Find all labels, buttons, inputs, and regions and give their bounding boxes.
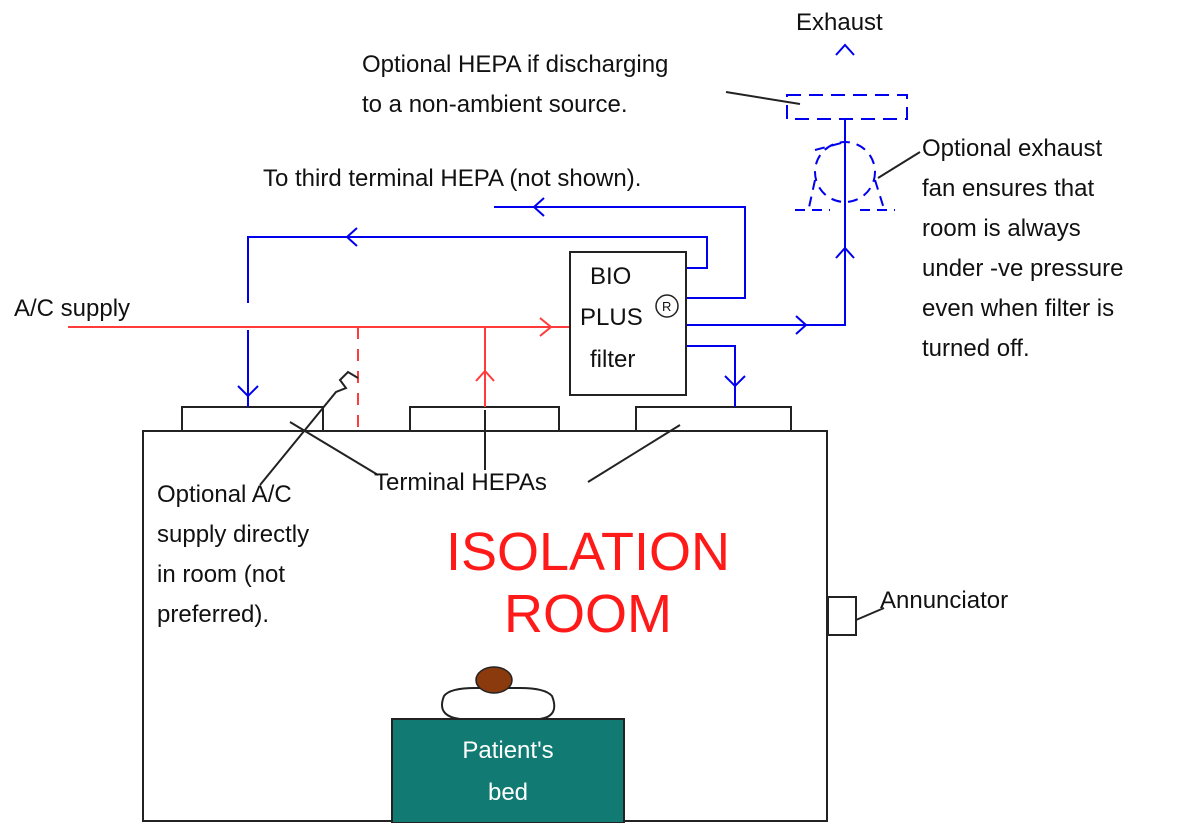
pillow bbox=[441, 687, 556, 720]
optional-fan-label-line2: fan ensures that bbox=[922, 175, 1094, 202]
registered-mark-text: R bbox=[662, 299, 671, 314]
room-title-line2: ROOM bbox=[504, 584, 672, 644]
optional-hepa-label-line1: Optional HEPA if discharging bbox=[362, 51, 668, 78]
optional-hepa-label-line2: to a non-ambient source. bbox=[362, 91, 628, 118]
optional-fan-label-line6: turned off. bbox=[922, 335, 1030, 362]
filter-label-line2: PLUS bbox=[580, 304, 643, 331]
optional-ac-label-line2: supply directly bbox=[157, 521, 309, 548]
bed-label-line1: Patient's bbox=[462, 737, 553, 764]
optional-fan-label-line4: under -ve pressure bbox=[922, 255, 1123, 282]
ac-supply-line bbox=[68, 317, 570, 431]
optional-fan-label-line1: Optional exhaust bbox=[922, 135, 1102, 162]
optional-hepa-leader bbox=[725, 91, 801, 105]
bed-label-line2: bed bbox=[488, 779, 528, 806]
bio-plus-filter bbox=[569, 251, 687, 396]
air-duct-lines bbox=[237, 43, 855, 407]
optional-ac-label-line1: Optional A/C bbox=[157, 481, 292, 508]
patient-head-icon bbox=[475, 666, 513, 694]
optional-ac-leader bbox=[259, 370, 359, 486]
annunciator-leader bbox=[855, 607, 885, 621]
terminal-hepas-label: Terminal HEPAs bbox=[374, 469, 547, 496]
optional-exhaust-hepa bbox=[786, 94, 908, 120]
terminal-hepa-left bbox=[181, 406, 324, 432]
optional-fan-leader bbox=[877, 151, 921, 179]
filter-label-line1: BIO bbox=[590, 263, 631, 290]
filter-label-line3: filter bbox=[590, 346, 635, 373]
annunciator-label: Annunciator bbox=[880, 587, 1008, 614]
room-title-line1: ISOLATION bbox=[446, 522, 730, 582]
terminal-hepa-right bbox=[635, 406, 792, 432]
optional-ac-label-line3: in room (not bbox=[157, 561, 285, 588]
annunciator-box bbox=[827, 596, 857, 636]
registered-mark-icon bbox=[655, 294, 679, 318]
patients-bed bbox=[391, 718, 625, 823]
optional-fan-label-line3: room is always bbox=[922, 215, 1081, 242]
optional-fan-label-line5: even when filter is bbox=[922, 295, 1114, 322]
optional-exhaust-fan-icon bbox=[795, 141, 895, 213]
third-terminal-label: To third terminal HEPA (not shown). bbox=[263, 165, 641, 192]
ac-supply-label: A/C supply bbox=[14, 295, 130, 322]
exhaust-label: Exhaust bbox=[796, 9, 883, 36]
optional-ac-label-line4: preferred). bbox=[157, 601, 269, 628]
